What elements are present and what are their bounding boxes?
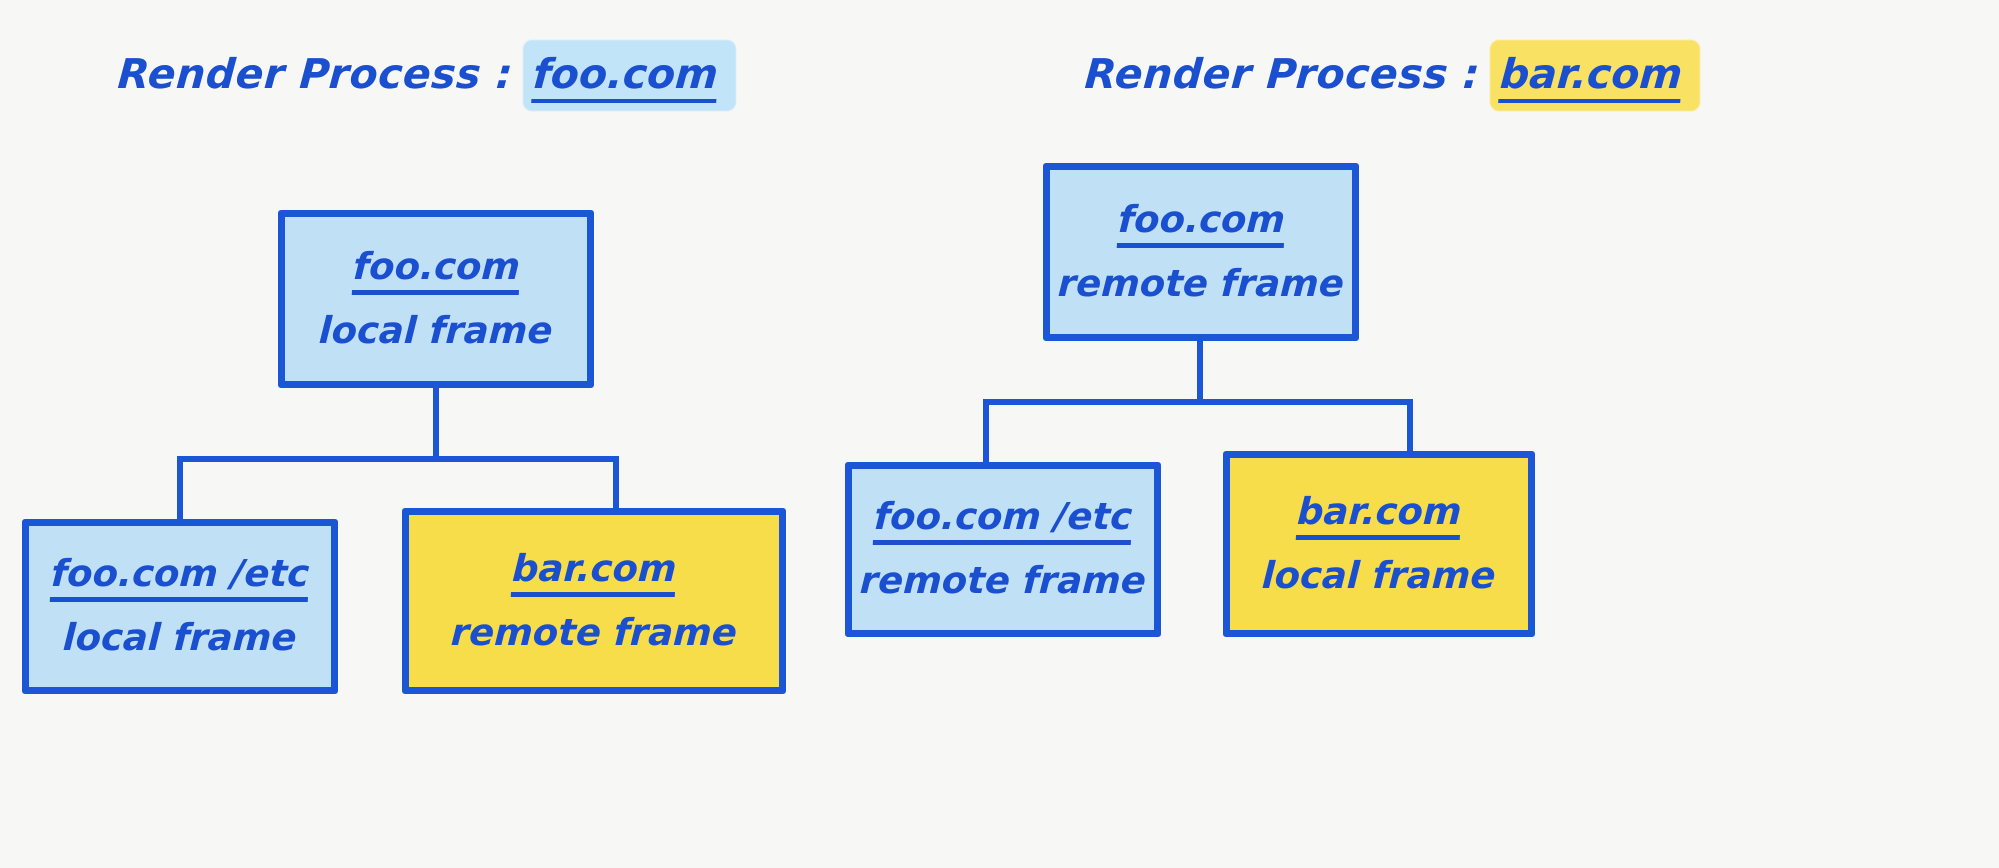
group-heading-bar: Render Process : bar.com <box>1083 40 1701 111</box>
frame-box-domain: foo.com /etc <box>872 495 1133 545</box>
frame-box-type: remote frame <box>449 610 739 654</box>
frame-box-parent[interactable]: foo.com local frame <box>278 210 594 388</box>
frame-box-child-a[interactable]: foo.com /etc remote frame <box>845 462 1161 637</box>
connector-parent-stem <box>433 388 439 462</box>
marker-highlight-icon <box>522 40 736 111</box>
heading-prefix: Render Process : <box>116 50 515 98</box>
heading-process-name: foo.com <box>531 50 720 103</box>
connector-child-a-drop <box>983 399 989 465</box>
frame-box-child-b[interactable]: bar.com remote frame <box>402 508 786 694</box>
frame-box-parent[interactable]: foo.com remote frame <box>1043 163 1359 341</box>
connector-horizontal-bar <box>177 456 619 462</box>
marker-highlight-icon <box>1489 40 1701 111</box>
frame-box-domain: bar.com <box>510 547 678 597</box>
render-process-group-foo: Render Process : foo.com foo.com local f… <box>22 40 786 694</box>
frame-box-type: remote frame <box>858 559 1148 602</box>
frame-box-type: remote frame <box>1056 261 1346 305</box>
frame-box-child-b[interactable]: bar.com local frame <box>1223 451 1535 637</box>
connector-child-b-drop <box>1407 399 1413 454</box>
heading-prefix: Render Process : <box>1083 50 1482 98</box>
group-heading-foo: Render Process : foo.com <box>116 40 736 111</box>
frame-box-domain: foo.com <box>351 245 521 295</box>
frame-box-type: local frame <box>318 308 554 352</box>
frame-box-domain: bar.com <box>1295 490 1463 540</box>
render-process-group-bar: Render Process : bar.com foo.com remote … <box>845 0 1905 868</box>
frame-box-domain: foo.com /etc <box>49 552 310 602</box>
connector-parent-stem <box>1197 341 1203 405</box>
heading-process-name: bar.com <box>1498 50 1684 103</box>
frame-box-type: local frame <box>1261 553 1497 597</box>
frame-box-domain: foo.com <box>1116 198 1286 248</box>
frame-box-type: local frame <box>62 616 298 659</box>
heading-highlight-foo: foo.com <box>522 40 736 111</box>
heading-highlight-bar: bar.com <box>1489 40 1701 111</box>
connector-child-b-drop <box>613 456 619 511</box>
frame-box-child-a[interactable]: foo.com /etc local frame <box>22 519 338 694</box>
connector-horizontal-bar <box>983 399 1413 405</box>
connector-child-a-drop <box>177 456 183 522</box>
